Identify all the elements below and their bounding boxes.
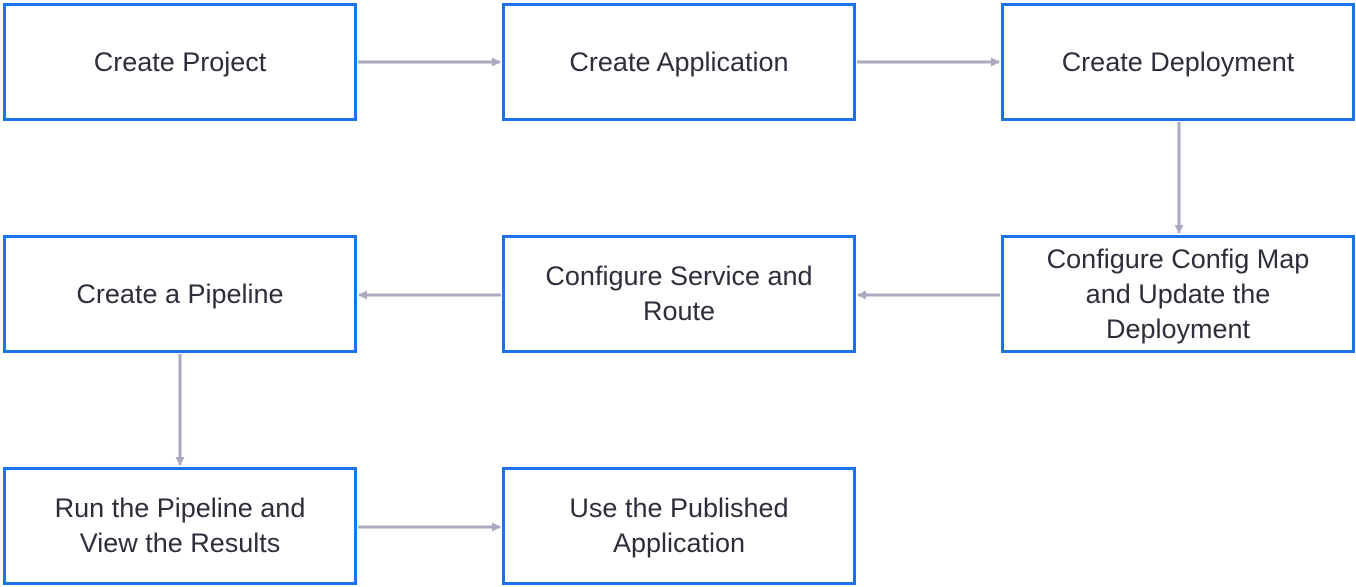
step-use-published-application: Use the Published Application [502, 467, 856, 585]
step-run-pipeline: Run the Pipeline and View the Results [3, 467, 357, 585]
step-label: Run the Pipeline and View the Results [54, 493, 306, 558]
step-create-application: Create Application [502, 3, 856, 121]
step-label: Configure Config Map and Update the Depl… [1046, 243, 1310, 344]
step-label: Create Deployment [1061, 46, 1295, 77]
step-label: Create a Pipeline [76, 278, 284, 309]
step-create-pipeline: Create a Pipeline [3, 235, 357, 353]
step-label: Create Project [93, 46, 267, 77]
step-configure-service-route: Configure Service and Route [502, 235, 856, 353]
step-label: Configure Service and Route [545, 261, 813, 326]
step-create-deployment: Create Deployment [1001, 3, 1355, 121]
step-create-project: Create Project [3, 3, 357, 121]
step-label: Use the Published Application [569, 493, 789, 558]
step-label: Create Application [569, 46, 789, 77]
step-configure-config-map: Configure Config Map and Update the Depl… [1001, 235, 1355, 353]
